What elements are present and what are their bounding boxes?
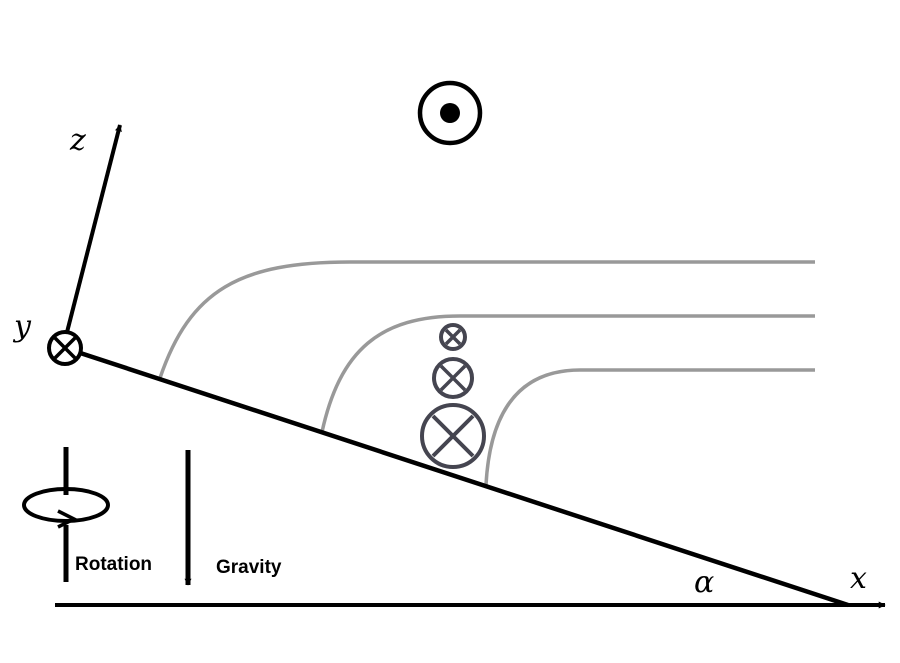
circle-cross-icon-large	[420, 403, 486, 469]
streamline-middle	[320, 314, 815, 433]
rotation-loop-icon	[22, 447, 110, 582]
z-axis-arrow	[63, 124, 122, 341]
y-axis-circle-cross-icon	[47, 330, 83, 366]
z-axis-label: z	[69, 123, 86, 158]
angle-label: α	[694, 565, 714, 600]
rotation-label: Rotation	[75, 554, 152, 575]
streamlines	[158, 260, 815, 486]
inclined-plane	[64, 345, 849, 608]
angle-arc	[760, 577, 761, 605]
streamline-outer	[158, 260, 815, 379]
circle-dot-icon	[417, 80, 483, 146]
y-axis-label: y	[12, 309, 32, 344]
x-axis-label: x	[850, 561, 867, 596]
circle-cross-icon-small	[439, 323, 467, 351]
gravity-label: Gravity	[216, 557, 282, 578]
streamline-inner	[484, 368, 815, 486]
circle-cross-icon-medium	[432, 357, 474, 399]
